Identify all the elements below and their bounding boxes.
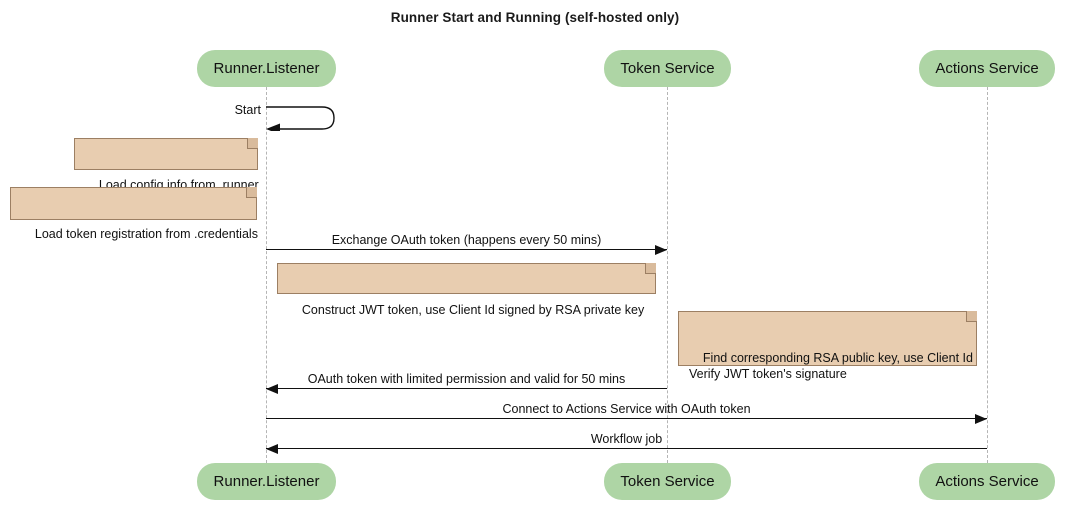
note-load-credentials-text: Load token registration from .credential… bbox=[34, 227, 258, 241]
actor-head-actions[interactable]: Actions Service bbox=[919, 50, 1055, 87]
arrowhead-left-icon bbox=[266, 384, 278, 394]
note-fold-icon bbox=[246, 187, 257, 198]
note-load-config: Load config info from .runner bbox=[74, 138, 259, 192]
message-exchange-label: Exchange OAuth token (happens every 50 m… bbox=[331, 233, 602, 247]
actor-foot-actions[interactable]: Actions Service bbox=[919, 463, 1055, 500]
message-exchange-line bbox=[266, 245, 667, 255]
arrowhead-right-icon bbox=[975, 414, 987, 424]
actor-head-token[interactable]: Token Service bbox=[604, 50, 731, 87]
note-construct-jwt: Construct JWT token, use Client Id signe… bbox=[277, 263, 656, 317]
actor-foot-actions-label: Actions Service bbox=[935, 473, 1039, 490]
message-workflow-line bbox=[266, 444, 987, 454]
note-verify-jwt-text: Find corresponding RSA public key, use C… bbox=[689, 351, 973, 381]
self-message-start-label: Start bbox=[234, 103, 261, 117]
arrowhead-left-icon bbox=[266, 444, 278, 454]
note-load-credentials: Load token registration from .credential… bbox=[10, 187, 258, 241]
actor-foot-token[interactable]: Token Service bbox=[604, 463, 731, 500]
note-construct-jwt-text: Construct JWT token, use Client Id signe… bbox=[301, 303, 645, 317]
note-verify-jwt: Find corresponding RSA public key, use C… bbox=[678, 311, 977, 381]
actor-head-runner-label: Runner.Listener bbox=[213, 60, 320, 77]
self-message-start-loop bbox=[266, 105, 342, 131]
actor-head-actions-label: Actions Service bbox=[935, 60, 1039, 77]
page-title: Runner Start and Running (self-hosted on… bbox=[390, 10, 680, 25]
actor-head-runner[interactable]: Runner.Listener bbox=[197, 50, 336, 87]
actor-head-token-label: Token Service bbox=[620, 60, 715, 77]
actor-foot-runner-label: Runner.Listener bbox=[213, 473, 320, 490]
note-fold-icon bbox=[645, 263, 656, 274]
lifeline-runner bbox=[266, 87, 267, 463]
message-connect-label: Connect to Actions Service with OAuth to… bbox=[502, 402, 751, 416]
arrowhead-right-icon bbox=[655, 245, 667, 255]
lifeline-token bbox=[667, 87, 668, 463]
message-oauth-return-label: OAuth token with limited permission and … bbox=[307, 372, 626, 386]
note-fold-icon bbox=[247, 138, 258, 149]
actor-foot-token-label: Token Service bbox=[620, 473, 715, 490]
actor-foot-runner[interactable]: Runner.Listener bbox=[197, 463, 336, 500]
message-oauth-return-line bbox=[266, 384, 667, 394]
message-workflow-label: Workflow job bbox=[590, 432, 663, 446]
lifeline-actions bbox=[987, 87, 988, 463]
message-connect-line bbox=[266, 414, 987, 424]
note-fold-icon bbox=[966, 311, 977, 322]
